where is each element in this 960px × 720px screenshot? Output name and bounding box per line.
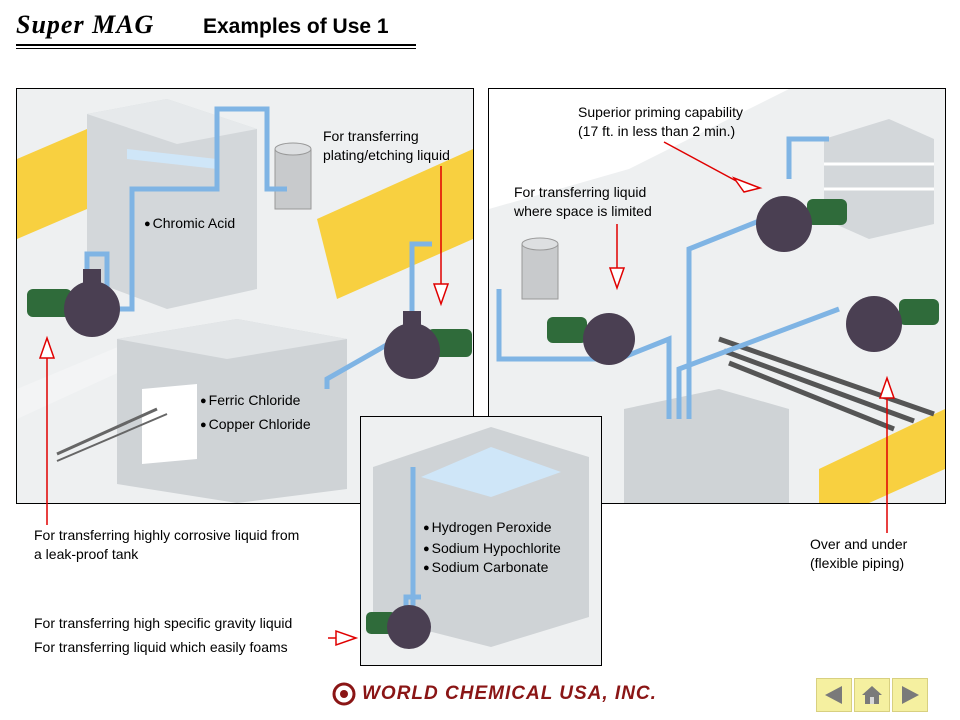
triangle-left-icon <box>825 686 842 704</box>
callout-plating-line1: For transferring <box>323 128 419 144</box>
callout-plating-line2: plating/etching liquid <box>323 147 450 163</box>
home-button[interactable] <box>854 678 890 712</box>
callout-corrosive-line1: For transferring highly corrosive liquid… <box>34 527 300 543</box>
callout-priming-line1: Superior priming capability <box>578 104 743 120</box>
company-emblem-icon <box>332 682 356 706</box>
callout-foams: For transferring liquid which easily foa… <box>34 639 288 655</box>
home-icon <box>862 686 882 704</box>
next-button[interactable] <box>892 678 928 712</box>
callout-space-line1: For transferring liquid <box>514 184 647 200</box>
chemical-label-chromic-acid: Chromic Acid <box>144 214 235 235</box>
callout-priming-line2: (17 ft. in less than 2 min.) <box>578 123 736 139</box>
header-divider-thin <box>16 48 416 49</box>
center-illustration-panel: Hydrogen Peroxide Sodium Hypochlorite So… <box>360 416 602 666</box>
chemical-label-copper-chloride: Copper Chloride <box>200 415 311 436</box>
company-name: WORLD CHEMICAL USA, INC. <box>362 683 657 704</box>
chemical-label-ferric-chloride: Ferric Chloride <box>200 391 301 412</box>
callout-corrosive-line2: a leak-proof tank <box>34 546 139 562</box>
page-title: Examples of Use 1 <box>203 15 389 38</box>
prev-button[interactable] <box>816 678 852 712</box>
callout-gravity: For transferring high specific gravity l… <box>34 615 293 631</box>
company-logo: WORLD CHEMICAL USA, INC. <box>332 682 657 706</box>
header-divider <box>16 44 416 46</box>
chemical-label-hydrogen-peroxide: Hydrogen Peroxide <box>423 518 552 539</box>
callout-space-line2: where space is limited <box>514 203 652 219</box>
triangle-right-icon <box>902 686 919 704</box>
brand-logo: Super MAG <box>16 10 155 39</box>
callout-over-under-line2: (flexible piping) <box>810 555 905 571</box>
callout-over-under-line1: Over and under <box>810 536 908 552</box>
chemical-label-sodium-carbonate: Sodium Carbonate <box>423 558 549 579</box>
left-illustration-panel: For transferring plating/etching liquid … <box>16 88 474 504</box>
arrow-foams-icon <box>335 629 359 647</box>
chemical-label-sodium-hypochlorite: Sodium Hypochlorite <box>423 539 561 560</box>
